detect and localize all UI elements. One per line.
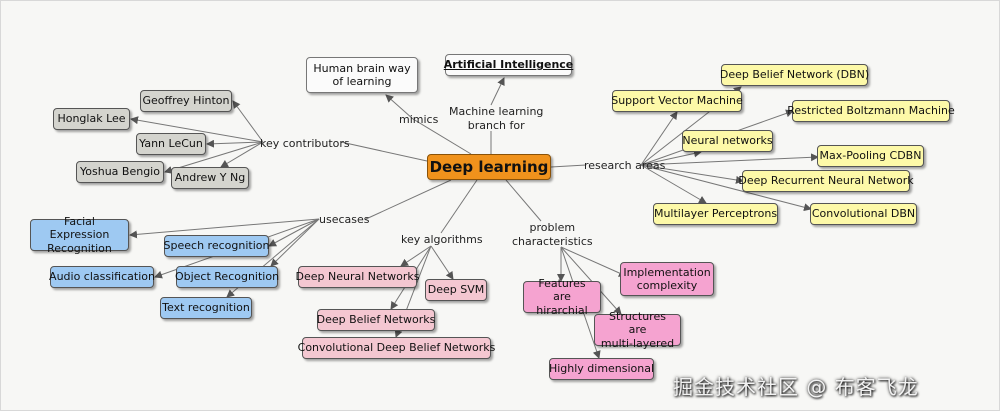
edge-center-contributors bbox=[340, 141, 428, 162]
algorithm-deep-belief-networks[interactable]: Deep Belief Networks bbox=[317, 309, 435, 331]
machine-learning-branch-label: Machine learning branch for bbox=[449, 105, 544, 132]
mimics-label: mimics bbox=[399, 113, 439, 126]
usecase-audio-classification[interactable]: Audio classification bbox=[49, 266, 155, 288]
problem-features-hirarchial[interactable]: Features are hirarchial bbox=[523, 277, 601, 317]
research-svm[interactable]: Support Vector Machine bbox=[611, 90, 743, 112]
edge-to-recurrent bbox=[640, 164, 744, 184]
problem-implementation-complexity[interactable]: Implementation complexity bbox=[620, 262, 714, 296]
key-algorithms-label: key algorithms bbox=[401, 233, 483, 246]
contributor-yann-lecun[interactable]: Yann LeCun bbox=[136, 133, 206, 155]
edge-center-usecases bbox=[365, 179, 452, 220]
edge-to-dnn bbox=[400, 245, 432, 267]
edge-to-neural-networks bbox=[640, 149, 702, 166]
usecases-label: usecases bbox=[319, 213, 370, 226]
edge-to-hinton bbox=[232, 100, 264, 143]
research-rbm[interactable]: Restricted Boltzmann Machine bbox=[787, 100, 955, 122]
algorithm-deep-neural-networks[interactable]: Deep Neural Networks bbox=[296, 266, 419, 288]
research-deep-recurrent[interactable]: Deep Recurrent Neural Network bbox=[738, 170, 914, 192]
edge-to-object bbox=[270, 218, 320, 267]
contributor-andrew-ng[interactable]: Andrew Y Ng bbox=[171, 167, 249, 189]
key-contributors-label: key contributors bbox=[260, 137, 350, 150]
usecase-speech-recognition[interactable]: Speech recognition bbox=[164, 235, 269, 257]
artificial-intelligence-node[interactable]: Artificial Intelligence bbox=[444, 54, 573, 76]
edge-center-algorithms bbox=[440, 179, 478, 234]
edge-center-problems bbox=[505, 179, 542, 222]
algorithm-deep-svm[interactable]: Deep SVM bbox=[425, 279, 487, 301]
edge-center-research bbox=[550, 164, 587, 168]
edge-to-max-pooling bbox=[640, 153, 819, 166]
problem-structures-multi-layered[interactable]: Structures are multi-layered bbox=[594, 310, 681, 350]
edge-to-lecun bbox=[206, 139, 264, 148]
edge-mimics-human-brain bbox=[385, 94, 414, 120]
contributor-geoffrey-hinton[interactable]: Geoffrey Hinton bbox=[140, 90, 232, 112]
edge-to-svm bbox=[640, 111, 678, 166]
research-neural-networks[interactable]: Neural networks bbox=[682, 130, 773, 152]
usecase-text-recognition[interactable]: Text recognition bbox=[160, 297, 252, 319]
usecase-object-recognition[interactable]: Object Recognition bbox=[175, 266, 279, 288]
usecase-facial-expression[interactable]: Facial Expression Recognition bbox=[30, 215, 129, 255]
edge-branch-ai bbox=[490, 77, 505, 106]
research-max-pooling-cdbn[interactable]: Max-Pooling CDBN bbox=[817, 145, 924, 167]
problem-characteristics-label: problem characteristics bbox=[512, 221, 593, 248]
edge-to-speech bbox=[268, 218, 320, 247]
watermark-text: 掘金技术社区 @ 布客飞龙 bbox=[673, 375, 919, 399]
algorithm-convolutional-dbn[interactable]: Convolutional Deep Belief Networks bbox=[298, 337, 495, 359]
edge-to-multilayer bbox=[640, 164, 707, 204]
edge-to-deep-svm bbox=[430, 245, 454, 280]
research-convolutional-dbn[interactable]: Convolutional DBN bbox=[810, 203, 917, 225]
human-brain-node[interactable]: Human brain way of learning bbox=[306, 57, 418, 93]
edge-to-implementation bbox=[560, 246, 627, 277]
research-multilayer-perceptrons[interactable]: Multilayer Perceptrons bbox=[653, 203, 778, 225]
deep-learning-center-node[interactable]: Deep learning bbox=[427, 154, 551, 180]
edge-to-ng bbox=[220, 141, 264, 168]
research-dbn[interactable]: Deep Belief Network (DBN) bbox=[720, 64, 869, 86]
problem-highly-dimensional[interactable]: Highly dimensional bbox=[549, 358, 654, 380]
edge-to-structures bbox=[560, 246, 622, 315]
research-areas-label: research areas bbox=[584, 159, 666, 172]
edge-to-facial bbox=[129, 218, 320, 239]
edge-center-mimics bbox=[412, 118, 472, 155]
edge-to-conv-dbn bbox=[640, 164, 812, 212]
contributor-yoshua-bengio[interactable]: Yoshua Bengio bbox=[76, 161, 164, 183]
contributor-honglak-lee[interactable]: Honglak Lee bbox=[53, 108, 130, 130]
edge-to-lee bbox=[130, 116, 264, 143]
